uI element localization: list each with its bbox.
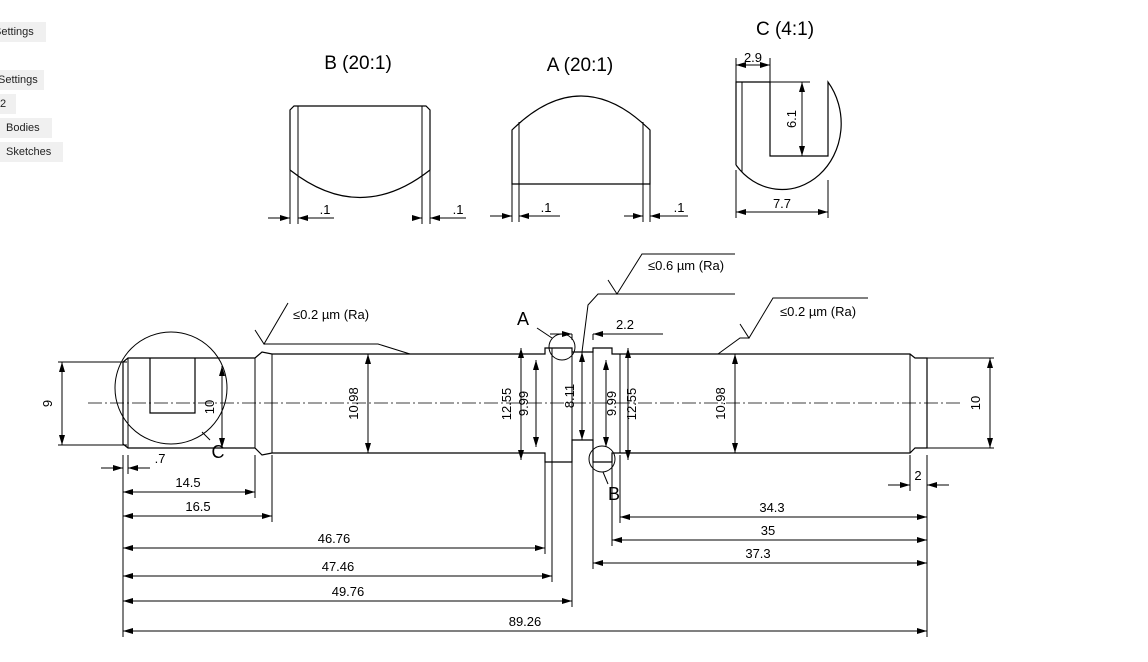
detail-view-b: B (20:1) .1 .1	[268, 53, 466, 224]
dim-h-0: .7	[155, 451, 166, 466]
detail-a-title: A (20:1)	[547, 55, 614, 76]
sidebar-item-settings-1[interactable]: Settings	[0, 22, 46, 42]
dim-h-6: 89.26	[509, 614, 542, 629]
dim-v-7: 12.55	[624, 388, 639, 421]
detail-c-title: C (4:1)	[756, 19, 814, 40]
dim-c-top: 2.9	[744, 50, 762, 65]
dim-h-9: 37.3	[745, 546, 770, 561]
dim-h-8: 35	[761, 523, 775, 538]
dim-v-6: 9.99	[604, 391, 619, 416]
sidebar-item-settings-2[interactable]: Settings	[0, 70, 44, 90]
surface-finish-right: ≤0.2 µm (Ra)	[717, 297, 868, 355]
detail-view-a: A (20:1) .1 .1	[490, 55, 688, 222]
dim-h-10: 2	[914, 468, 921, 483]
svg-text:≤0.2 µm (Ra): ≤0.2 µm (Ra)	[780, 304, 856, 319]
sidebar-item-2[interactable]: 2	[0, 94, 16, 114]
dim-h-3: 46.76	[318, 531, 351, 546]
sidebar-item-sketches[interactable]: Sketches	[0, 142, 63, 162]
sidebar-item-bodies[interactable]: Bodies	[0, 118, 52, 138]
dim-h-1: 14.5	[175, 475, 200, 490]
dim-v-4: 9.99	[516, 391, 531, 416]
dim-h-7: 34.3	[759, 500, 784, 515]
dim-a-left: .1	[541, 200, 552, 215]
dim-v-2: 10.98	[346, 387, 361, 420]
detail-label-b: B	[608, 484, 620, 504]
surface-finish-center: ≤0.6 µm (Ra)	[581, 253, 735, 353]
dim-v-0: 9	[40, 400, 55, 407]
dim-v-8: 10.98	[713, 387, 728, 420]
svg-text:≤0.6 µm (Ra): ≤0.6 µm (Ra)	[648, 258, 724, 273]
dim-h-11: 2.2	[616, 317, 634, 332]
dimensions: .7 14.5 16.5 46.76 47.46 49.76 89.26 34.3 35 37.3…	[40, 317, 994, 637]
detail-b-title: B (20:1)	[324, 53, 392, 74]
dim-v-1: 10	[202, 400, 217, 414]
detail-label-c: C	[212, 442, 225, 462]
dim-b-left: .1	[320, 202, 331, 217]
dim-c-depth: 6.1	[784, 110, 799, 128]
svg-text:≤0.2 µm (Ra): ≤0.2 µm (Ra)	[293, 307, 369, 322]
dim-a-right: .1	[674, 200, 685, 215]
detail-label-a: A	[517, 309, 529, 329]
detail-view-c: C (4:1) 2.9 6.1 7.7	[735, 19, 842, 218]
dim-h-5: 49.76	[332, 584, 365, 599]
dim-c-width: 7.7	[773, 196, 791, 211]
shaft-main-view: A B C	[88, 309, 960, 504]
dim-v-5: 8.11	[562, 384, 577, 408]
dim-h-2: 16.5	[185, 499, 210, 514]
dim-v-9: 10	[968, 396, 983, 410]
dim-h-4: 47.46	[322, 559, 355, 574]
surface-finish-left: ≤0.2 µm (Ra)	[254, 302, 411, 355]
dim-b-right: .1	[453, 202, 464, 217]
dim-v-3: 12.55	[499, 388, 514, 421]
